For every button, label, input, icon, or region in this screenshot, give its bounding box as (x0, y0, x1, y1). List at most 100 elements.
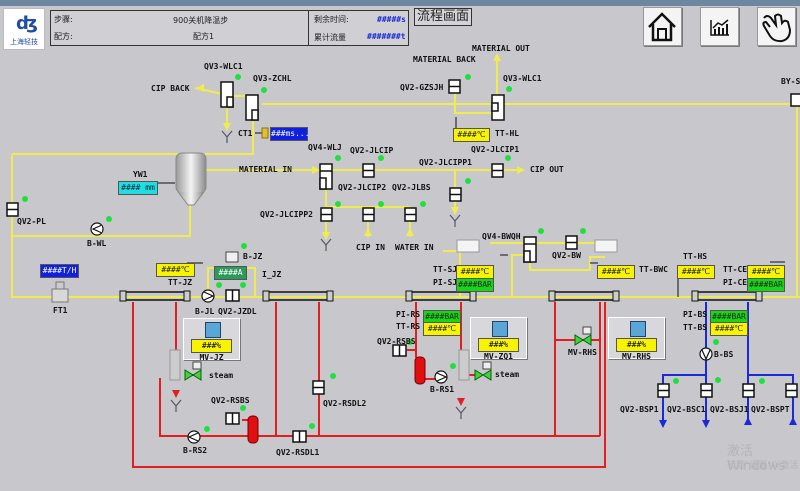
step-label: 步骤: (54, 15, 73, 24)
tt-hs-display[interactable]: ####℃ (677, 265, 715, 279)
flowmeter-icon (51, 281, 69, 303)
label-qv2-pl: QV2-PL (17, 217, 46, 226)
i-jz-display[interactable]: ####A (214, 266, 247, 280)
label-tt-bwc: TT-BWC (639, 265, 668, 274)
label-qv2-jlbs: QV2-JLBS (392, 183, 431, 192)
info-divider (308, 11, 309, 45)
pi-sj-display[interactable]: ####BAR (456, 278, 494, 292)
label-ct1: CT1 (238, 129, 253, 138)
valve-opening-value: ###% (616, 338, 657, 352)
label-qv2-jlcip2: QV2-JLCIP2 (338, 183, 386, 192)
pump-b-bs (699, 347, 713, 361)
label-i-jz: I_JZ (262, 270, 281, 279)
label-qv2-rsbs-b: QV2-RSBS (211, 396, 250, 405)
label-b-jz: B-JZ (243, 252, 262, 261)
valve-opening-value: ###% (478, 338, 519, 352)
valve-panel-icon (491, 321, 508, 337)
label-qv2-bspt: QV2-BSPT (751, 405, 790, 414)
label-ft1: FT1 (53, 306, 68, 315)
heat-exchanger-1 (119, 290, 191, 302)
label-qv2-jlcip: QV2-JLCIP (350, 146, 394, 155)
label-qv2-gzsjh: QV2-GZSJH (400, 83, 444, 92)
ft1-display[interactable]: ####T/H (40, 264, 79, 278)
label-cip-out: CIP OUT (530, 165, 564, 174)
label-material-in: MATERIAL IN (239, 165, 292, 174)
label-qv2-bsp1: QV2-BSP1 (620, 405, 659, 414)
running-indicators (22, 74, 765, 432)
label-by: BY-S (781, 77, 800, 86)
label-b-wl: B-WL (87, 239, 106, 248)
three-way-valves (220, 81, 800, 263)
pump-b-wl (90, 222, 104, 236)
pi-ce-display[interactable]: ####BAR (747, 278, 785, 292)
b-jz-controller-icon (225, 251, 239, 263)
pump-b-jl (201, 289, 215, 303)
label-pi-bs: PI-BS (683, 310, 707, 319)
cooler-2 (594, 239, 618, 253)
label-tt-hl: TT-HL (495, 129, 519, 138)
tt-sj-display[interactable]: ####℃ (456, 265, 494, 279)
total-flow-label: 累计流量 (314, 33, 346, 42)
tt-hl-display[interactable]: ####℃ (453, 128, 490, 142)
trend-chart-icon (710, 19, 729, 36)
tt-rs-display[interactable]: ####℃ (423, 322, 461, 336)
label-b-rs1: B-RS1 (430, 385, 454, 394)
label-material-out: MATERIAL OUT (472, 44, 530, 53)
home-icon (648, 12, 676, 42)
label-steam-a: steam (209, 371, 233, 380)
tt-ce-display[interactable]: ####℃ (747, 265, 785, 279)
label-qv2-jlcipp1: QV2-JLCIPP1 (419, 158, 472, 167)
steam-heater-2 (458, 349, 470, 381)
label-b-bs: B-BS (714, 350, 733, 359)
label-yw1: YW1 (133, 170, 148, 179)
remaining-time-label: 剩余时间: (314, 15, 349, 24)
ct1-display[interactable]: ###ms... (270, 127, 310, 141)
tt-jz-display[interactable]: ####℃ (156, 263, 195, 277)
window-top-bar (0, 0, 800, 6)
label-qv2-rsbs-a: QV2-RSBS (377, 337, 416, 346)
label-qv4-bwqh: QV4-BWQH (482, 232, 521, 241)
label-b-jl: B-JL (195, 307, 214, 316)
valves (6, 79, 798, 398)
tt-bs-display[interactable]: ####℃ (710, 322, 748, 336)
valve-panel-name: MV-ZQ1 (484, 352, 513, 361)
label-qv4-wlj: QV4-WLJ (308, 143, 342, 152)
label-qv2-jlcipp2: QV2-JLCIPP2 (260, 210, 313, 219)
cooler-1 (456, 239, 480, 253)
valve-by (790, 93, 800, 107)
valve-panel-mv-rhs[interactable]: ###% MV-RHS (608, 317, 665, 361)
pump-b-rs1 (434, 370, 448, 384)
steam-valve-icon-zq1 (474, 361, 492, 381)
steam-valves (184, 326, 592, 381)
label-cip-back: CIP BACK (151, 84, 190, 93)
valve-panel-name: MV-RHS (622, 352, 651, 361)
steam-valve-icon-jz (184, 361, 202, 381)
label-pi-rs: PI-RS (396, 310, 420, 319)
heat-exchangers (119, 290, 763, 302)
screen-title: 流程画面 (414, 8, 473, 26)
label-qv3-wlc1-b: QV3-WLC1 (503, 74, 542, 83)
trend-button[interactable] (700, 7, 739, 46)
label-tt-bs: TT-BS (683, 323, 707, 332)
home-button[interactable] (643, 7, 682, 46)
tt-bwc-display[interactable]: ####℃ (597, 265, 635, 279)
valve-panel-mv-zq1[interactable]: ###% MV-ZQ1 (470, 317, 527, 361)
label-cip-in: CIP IN (356, 243, 385, 252)
ct1-sensor-icon (255, 127, 269, 139)
yw1-display[interactable]: #### mm (118, 181, 158, 195)
label-tt-sj: TT-SJ (433, 265, 457, 274)
heat-exchanger-5 (691, 290, 763, 302)
remaining-time-value: #####s (377, 15, 406, 24)
process-lines (11, 60, 800, 298)
label-steam-b: steam (495, 370, 519, 379)
label-mv-rhs-valve: MV-RHS (568, 348, 597, 357)
pump-b-rs2 (187, 430, 201, 444)
heat-exchanger-2 (262, 290, 334, 302)
status-info-panel: 步骤: 900关机降温步 配方: 配方1 剩余时间: #####s 累计流量 #… (50, 10, 409, 46)
label-qv2-rsdl2: QV2-RSDL2 (323, 399, 367, 408)
pumps (90, 222, 713, 444)
valve-panel-mv-jz[interactable]: ###% MV-JZ (183, 318, 240, 362)
label-qv2-rsdl1: QV2-RSDL1 (276, 448, 320, 457)
manual-button[interactable] (757, 7, 796, 46)
